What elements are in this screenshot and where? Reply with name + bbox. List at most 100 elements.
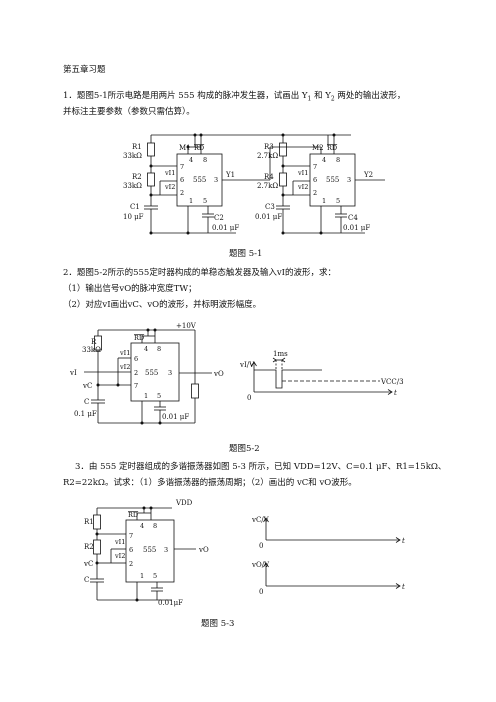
label-p2-pin5: 5 (157, 392, 161, 400)
label-m2: M2 (312, 144, 324, 152)
label-pin4: 4 (189, 156, 193, 164)
label-r: R (91, 338, 97, 346)
label-y1: Y1 (225, 171, 235, 179)
label-axis-vo: vO/V (251, 561, 270, 569)
label-c4: C4 (348, 214, 358, 222)
label-vi1-left: vI1 (164, 169, 175, 177)
label-555-p3: 555 (143, 546, 156, 554)
label-c: C (84, 398, 89, 406)
problem-1-text-c: 两处的输出波形， (334, 91, 406, 101)
label-r1-value: 33kΩ (123, 152, 142, 160)
label-p2-pin2: 2 (134, 369, 138, 377)
label-pin2: 2 (180, 189, 184, 197)
label-r-value: 33kΩ (82, 346, 101, 354)
label-555-right: 555 (326, 176, 339, 184)
problem-1-line-1: 1．题图5-1所示电路是用两片 555 构成的脉冲发生器，试画出 Y1 和 Y2… (63, 90, 405, 106)
label-rd1: RD (194, 144, 204, 152)
label-r1: R1 (132, 143, 142, 151)
label-pin4-r: 4 (322, 156, 326, 164)
label-c-value: 0.1 μF (74, 410, 97, 418)
label-p2-pin3: 3 (168, 369, 172, 377)
problem-1-text-a: 1．题图5-1所示电路是用两片 555 构成的脉冲发生器，试画出 Y (63, 91, 308, 101)
figure-5-2-caption: 题图5-2 (229, 444, 260, 454)
label-origin-p2: 0 (247, 394, 251, 402)
label-r3-value: 2.7kΩ (257, 152, 278, 160)
label-r4: R4 (264, 173, 274, 181)
label-axis-vc: vC/V (251, 516, 270, 524)
label-pin2-r: 2 (313, 189, 317, 197)
label-p3-pin6: 6 (129, 546, 133, 554)
label-pin8-r: 8 (336, 156, 340, 164)
label-p3-r1: R1 (84, 518, 94, 526)
label-p2-vi1: vI1 (119, 349, 130, 357)
label-p3-vc: vC (83, 560, 93, 568)
label-r4-value: 2.7kΩ (257, 182, 278, 190)
label-c2: C2 (214, 214, 224, 222)
label-c2-value-p2: 0.01 μF (162, 413, 189, 421)
label-p3-r2: R2 (84, 543, 94, 551)
label-t-vo: t (402, 583, 405, 591)
label-p3-vo: vO (198, 546, 209, 554)
label-p3-pin5: 5 (153, 572, 157, 580)
label-c3: C3 (265, 203, 275, 211)
problem-2-line-1: 2．题图5-2所示的555定时器构成的单稳态触发器及输入vI的波形，求： (63, 268, 336, 278)
label-p3-pin7: 7 (129, 532, 133, 540)
label-vo: vO (213, 370, 224, 378)
label-vcc: +10V (176, 322, 197, 330)
label-pin1: 1 (189, 197, 193, 205)
label-p3-vi2: vI2 (114, 552, 125, 560)
problem-1-text-b: 和 Y (311, 91, 331, 101)
label-c3-value: 0.01 μF (255, 213, 282, 221)
problem-2-question-1: （1）输出信号vO的脉冲宽度TW； (63, 284, 197, 294)
figure-5-3-caption: 题图 5-3 (201, 619, 235, 629)
label-p2-pin4: 4 (144, 345, 148, 353)
label-pin6: 6 (180, 176, 184, 184)
label-p3-rd: RD (128, 511, 138, 519)
label-555-left: 555 (193, 176, 206, 184)
label-p3-pin8: 8 (153, 522, 157, 530)
label-p3-c-value: 0.01μF (158, 599, 183, 607)
label-vcc-third: VCC/3 (380, 378, 404, 386)
label-p2-pin1: 1 (144, 392, 148, 400)
label-r2-value: 33kΩ (123, 182, 142, 190)
label-pin5-r: 5 (336, 197, 340, 205)
label-t-vc: t (402, 537, 405, 545)
label-p3-vi1: vI1 (114, 538, 125, 546)
label-pin6-r: 6 (313, 176, 317, 184)
label-pin7-r: 7 (313, 163, 317, 171)
problem-1-line-2: 并标注主要参数（参数只需估算）。 (63, 107, 195, 117)
label-555-p2: 555 (145, 369, 158, 377)
label-vdd: VDD (175, 499, 193, 507)
label-c4-value: 0.01 μF (343, 224, 370, 232)
label-vi2-left: vI2 (164, 183, 175, 191)
label-c2-value: 0.01 μF (212, 224, 239, 232)
problem-3-line-1: 3．由 555 定时器组成的多谐振荡器如图 5-3 所示，已知 VDD=12V、… (75, 462, 447, 472)
label-rd2: RD (327, 144, 337, 152)
label-origin-vc: 0 (259, 542, 263, 550)
label-vi1-right: vI1 (297, 169, 308, 177)
label-p3-pin1: 1 (140, 572, 144, 580)
figure-5-1-caption: 题图 5-1 (229, 249, 263, 259)
label-p2-vi2: vI2 (119, 363, 130, 371)
label-vi-input: vI (69, 369, 77, 377)
chapter-title: 第五章习题 (63, 65, 106, 75)
label-pin1-r: 1 (322, 197, 326, 205)
label-r2: R2 (132, 173, 142, 181)
label-r3: R3 (264, 143, 274, 151)
label-p3-pin4: 4 (140, 522, 144, 530)
label-c1: C1 (130, 203, 140, 211)
label-t-p2: t (394, 389, 397, 397)
label-pin7: 7 (180, 163, 184, 171)
label-pin3-r: 3 (347, 176, 351, 184)
label-p3-pin3: 3 (164, 546, 168, 554)
label-pin8: 8 (203, 156, 207, 164)
y1-subscript: 1 (307, 95, 312, 103)
label-p2-pin6: 6 (134, 355, 138, 363)
y2-subscript: 2 (330, 95, 335, 103)
label-pin5: 5 (203, 197, 207, 205)
label-origin-vo: 0 (259, 588, 263, 596)
problem-2-question-2: （2）对应vI画出vC、vO的波形，并标明波形幅度。 (63, 300, 262, 310)
